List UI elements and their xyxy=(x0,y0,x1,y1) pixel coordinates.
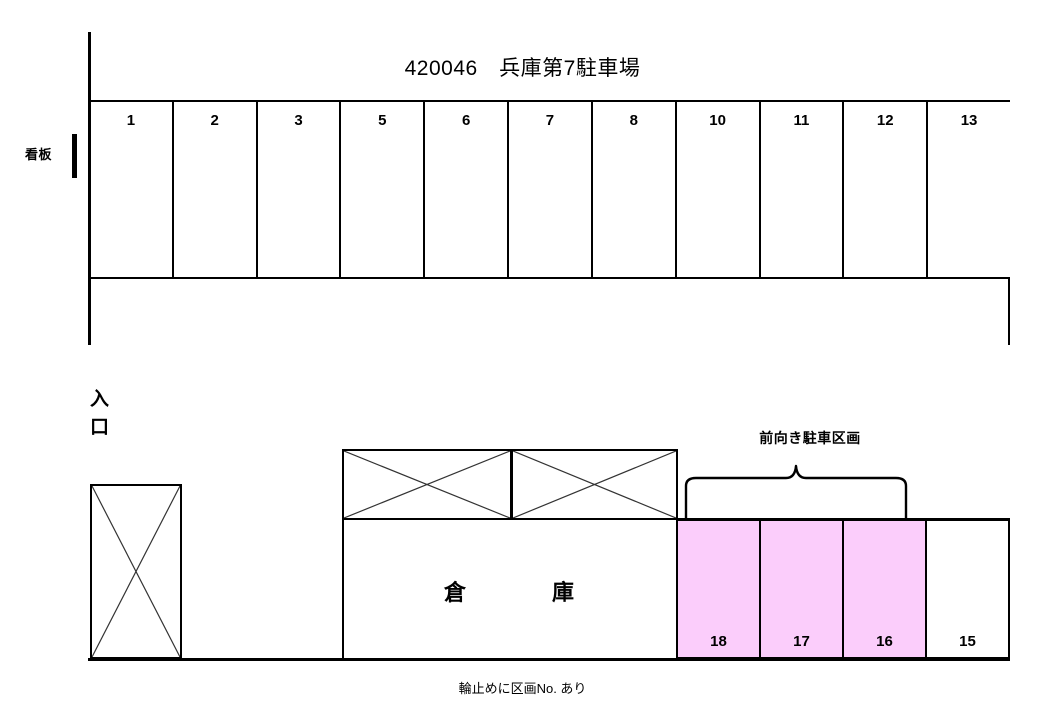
warehouse-building: 倉庫 xyxy=(342,518,678,660)
stall-number: 3 xyxy=(294,112,303,129)
signboard-marker xyxy=(72,134,77,178)
parking-stall[interactable]: 5 xyxy=(341,102,426,277)
crossed-out-area-b xyxy=(511,449,678,520)
parking-stall-highlighted[interactable]: 17 xyxy=(761,521,844,657)
driving-aisle xyxy=(90,279,1010,345)
warehouse-char-1: 倉 xyxy=(443,580,468,605)
parking-stall[interactable]: 15 xyxy=(927,521,1008,657)
parking-stall[interactable]: 7 xyxy=(509,102,593,277)
curly-brace-icon xyxy=(684,464,908,520)
stall-number: 7 xyxy=(545,112,555,129)
page-title: 420046 兵庫第7駐車場 xyxy=(404,57,641,80)
entrance-label-line1: 入 xyxy=(90,389,110,410)
warehouse-char-2: 庫 xyxy=(552,580,577,605)
entrance-label-line2: 口 xyxy=(90,417,110,438)
stall-number: 10 xyxy=(709,112,726,129)
parking-stall[interactable]: 13 xyxy=(928,102,1010,277)
stall-number: 2 xyxy=(210,112,219,129)
warehouse-label: 倉庫 xyxy=(344,575,676,607)
front-parking-brace xyxy=(676,462,916,520)
stall-number: 12 xyxy=(876,112,894,129)
parking-stall[interactable]: 6 xyxy=(425,102,510,277)
stall-number: 17 xyxy=(793,633,810,650)
parking-stall[interactable]: 1 xyxy=(90,102,174,277)
stall-number: 6 xyxy=(461,112,471,129)
bottom-stall-row: 18 17 16 15 xyxy=(676,519,1010,659)
entrance-label: 入 口 xyxy=(90,386,114,442)
stall-number: 18 xyxy=(710,633,727,650)
left-boundary-wall xyxy=(88,32,91,345)
stall-number: 5 xyxy=(378,112,387,129)
stall-number: 11 xyxy=(793,112,810,129)
signboard-label: 看板 xyxy=(25,147,53,162)
parking-stall[interactable]: 8 xyxy=(593,102,677,277)
crossed-out-area-a xyxy=(342,449,512,520)
parking-stall[interactable]: 11 xyxy=(761,102,845,277)
stall-number: 1 xyxy=(126,112,136,129)
stall-number: 13 xyxy=(960,112,978,129)
front-parking-label: 前向き駐車区画 xyxy=(759,430,861,446)
parking-stall-highlighted[interactable]: 18 xyxy=(678,521,761,657)
parking-stall[interactable]: 3 xyxy=(258,102,342,277)
parking-stall[interactable]: 2 xyxy=(174,102,258,277)
bottom-boundary-line xyxy=(88,658,1010,661)
x-cross-icon xyxy=(92,486,180,657)
x-cross-icon xyxy=(513,451,676,518)
footnote-text: 輪止めに区画No. あり xyxy=(458,681,587,696)
parking-stall[interactable]: 10 xyxy=(677,102,761,277)
stall-number: 8 xyxy=(629,112,638,129)
top-stall-row: 1 2 3 5 6 7 8 10 11 12 13 xyxy=(90,100,1010,279)
stall-number: 15 xyxy=(959,633,976,650)
parking-stall-highlighted[interactable]: 16 xyxy=(844,521,927,657)
x-cross-icon xyxy=(344,451,510,518)
parking-stall[interactable]: 12 xyxy=(844,102,929,277)
crossed-out-area-left xyxy=(90,484,182,659)
stall-number: 16 xyxy=(876,633,893,650)
